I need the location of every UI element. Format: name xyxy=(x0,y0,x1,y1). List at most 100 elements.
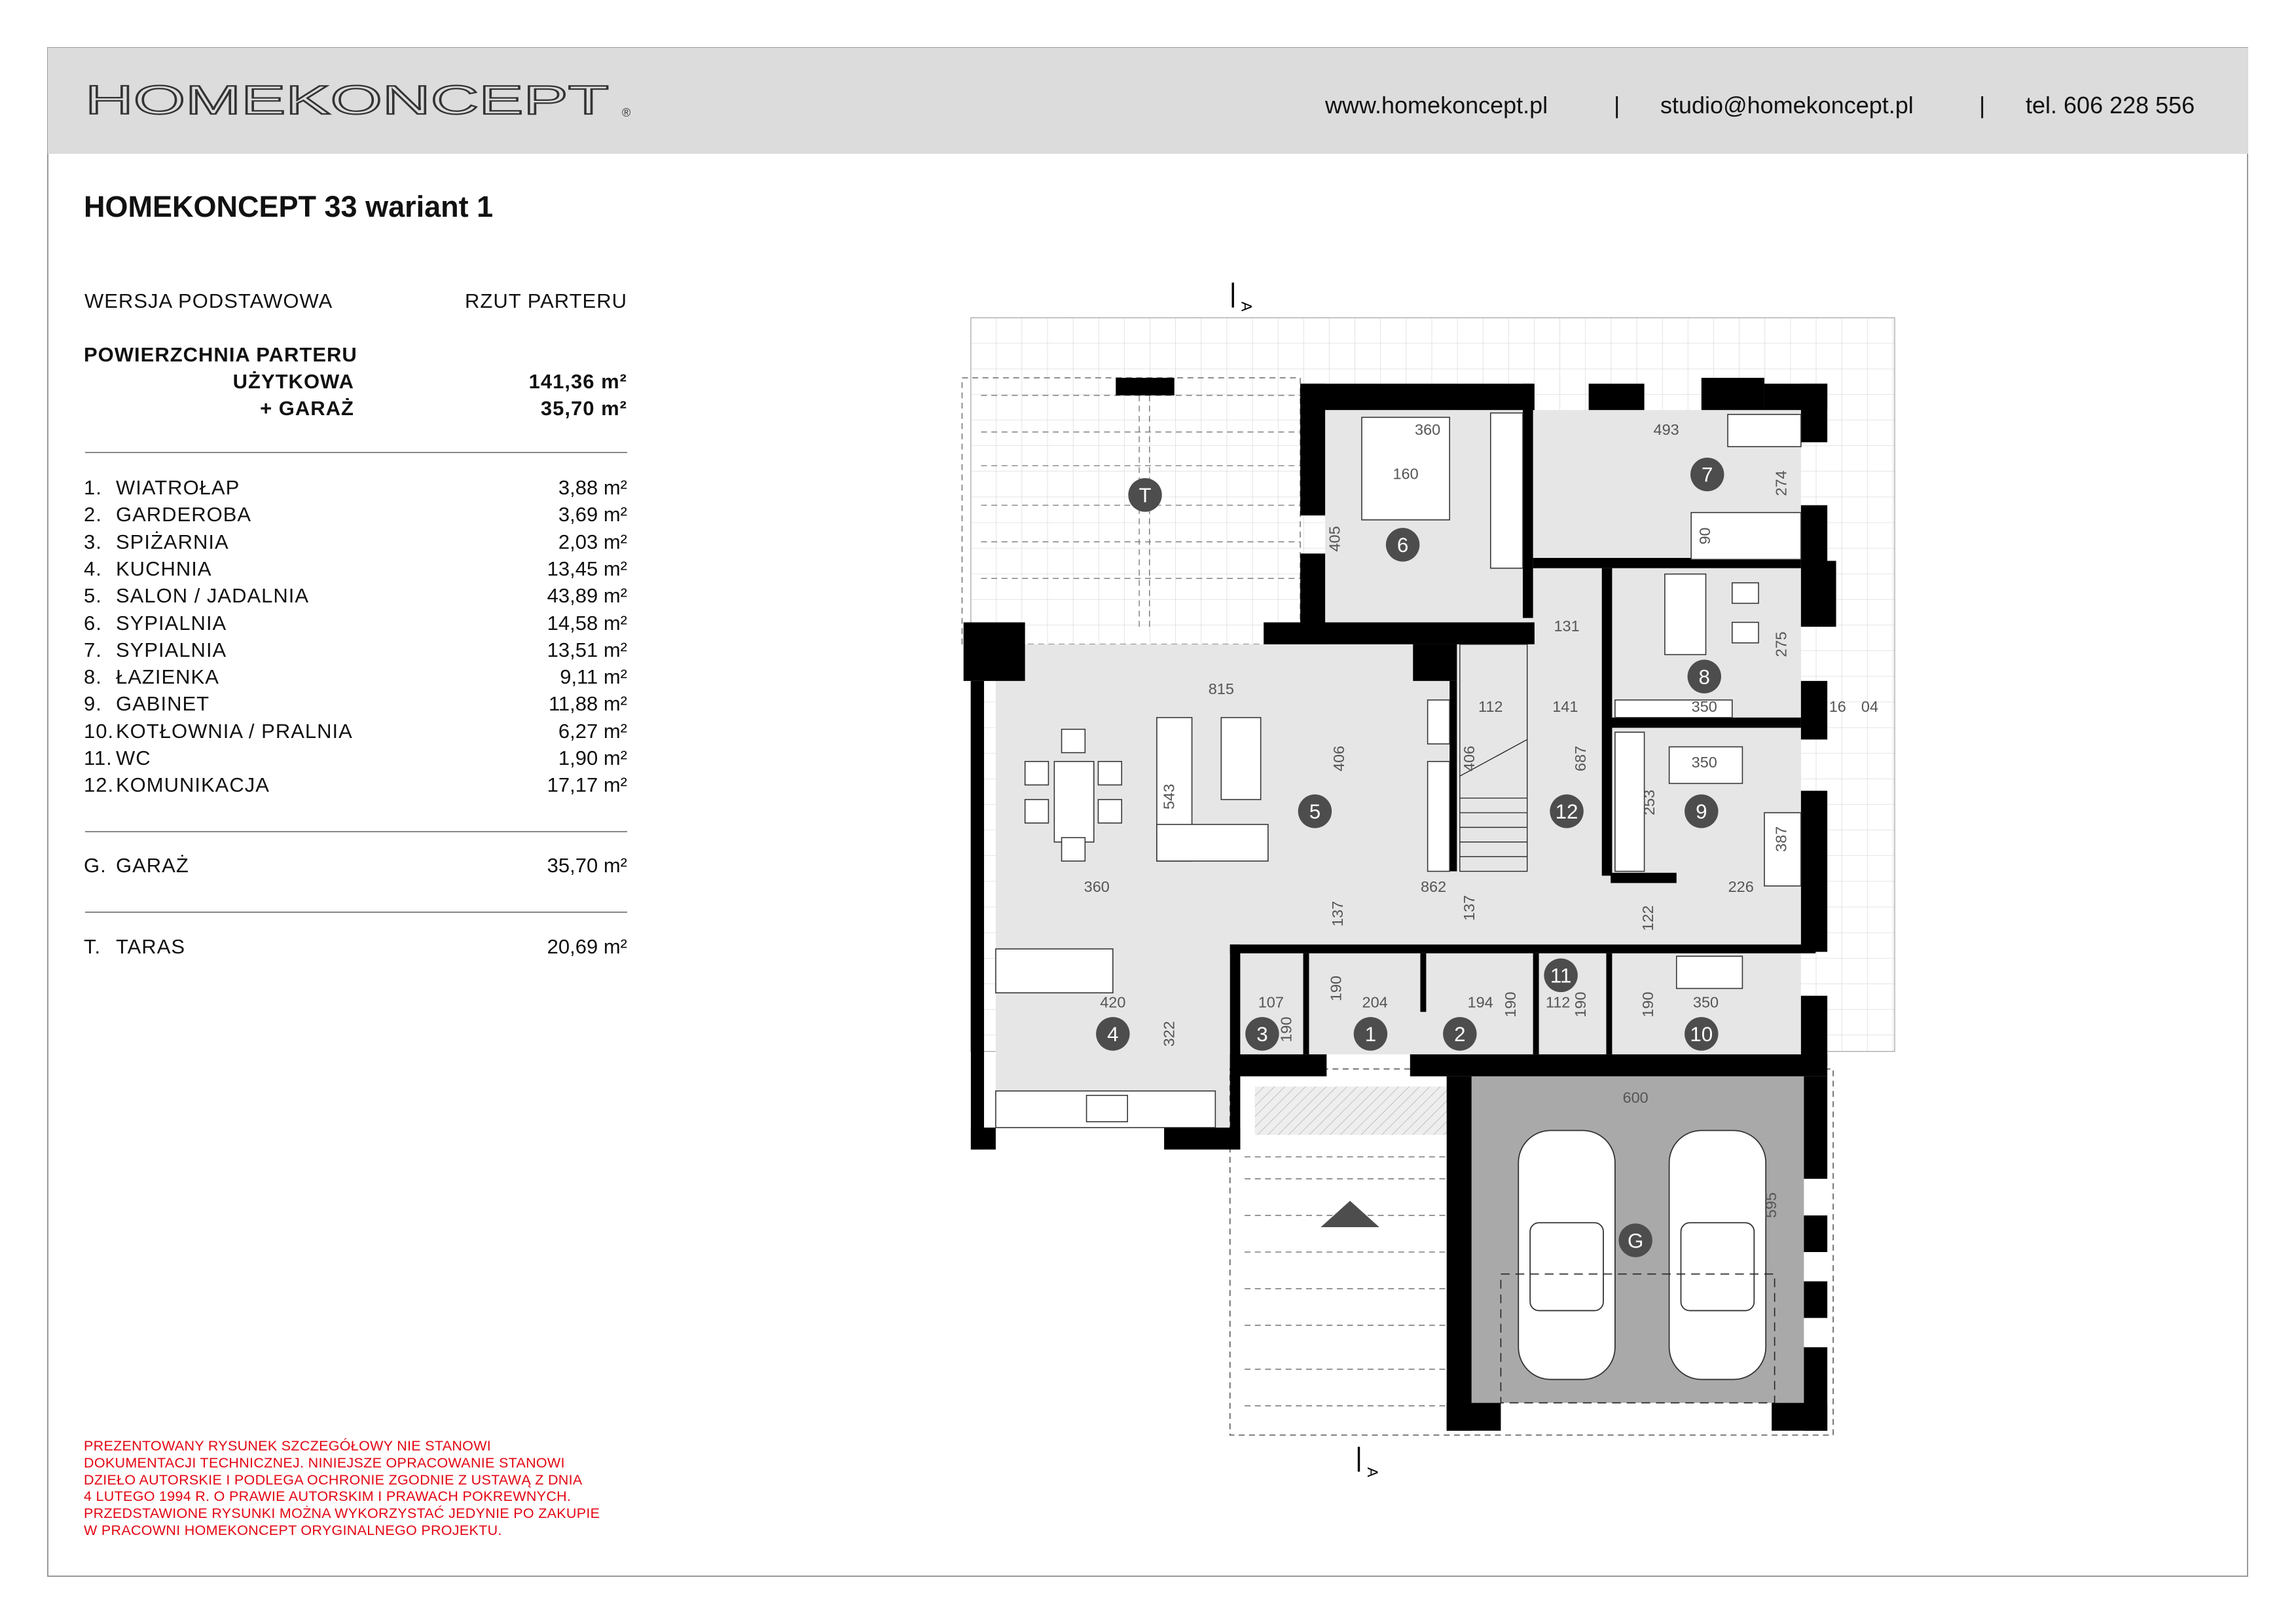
svg-text:A: A xyxy=(1239,302,1255,312)
dimension-label: 360 xyxy=(1084,878,1110,895)
room-name: KOMUNIKACJA xyxy=(116,773,270,797)
vanity-icon xyxy=(1614,699,1733,718)
dimension-label: 131 xyxy=(1554,618,1579,635)
room-marker-text: 7 xyxy=(1702,464,1713,487)
dimension-label: 190 xyxy=(1639,991,1656,1017)
room-marker-10: 10 xyxy=(1685,1017,1719,1051)
room-number: 12. xyxy=(84,773,115,797)
room-marker-5: 5 xyxy=(1298,794,1332,828)
room-marker-9: 9 xyxy=(1685,794,1719,828)
room-marker-text: T xyxy=(1139,484,1151,507)
divider xyxy=(85,831,627,832)
room-area: 43,89 m² xyxy=(547,584,627,608)
room-marker-circle xyxy=(1544,958,1578,993)
toilet-icon xyxy=(1731,621,1759,644)
dimension-label: 360 xyxy=(1415,421,1440,438)
logo-registered-mark: ® xyxy=(622,106,630,119)
dimension-label: 204 xyxy=(1362,994,1388,1011)
dimension-label: 190 xyxy=(1572,991,1589,1017)
room-name: ŁAZIENKA xyxy=(116,665,219,689)
room-area: 3,69 m² xyxy=(558,503,627,526)
dimension-label: 190 xyxy=(1278,1016,1295,1042)
garage-cars xyxy=(1518,1130,1767,1380)
homekoncept-logo: HOMEKONCEPT ® xyxy=(84,77,630,123)
room-marker-12: 12 xyxy=(1550,794,1584,828)
page-title: HOMEKONCEPT 33 wariant 1 xyxy=(84,190,494,223)
dimension-label: 493 xyxy=(1654,421,1679,438)
room-area: 17,17 m² xyxy=(547,773,627,797)
terrace-name: TARAS xyxy=(116,935,186,958)
room-number: 10. xyxy=(84,719,115,743)
room-number: 4. xyxy=(84,557,102,580)
dimension-label: 137 xyxy=(1461,895,1478,921)
dimension-label: 687 xyxy=(1572,746,1589,771)
room-name: SYPIALNIA xyxy=(116,611,227,635)
room-marker-text: 8 xyxy=(1699,665,1710,688)
dining-table-icon xyxy=(1053,761,1095,843)
garage-door-swing xyxy=(1500,1273,1776,1404)
entrance-landing xyxy=(1254,1086,1447,1135)
room-marker-circle xyxy=(1245,1017,1279,1051)
room-marker-6: 6 xyxy=(1385,528,1420,562)
website-link[interactable]: www.homekoncept.pl xyxy=(1325,92,1548,119)
dimension-label: 405 xyxy=(1326,526,1343,551)
dimension-label: 16 xyxy=(1829,698,1846,715)
disclaimer-line: W PRACOWNI HOMEKONCEPT ORYGINALNEGO PROJ… xyxy=(84,1522,502,1538)
area-heading: POWIERZCHNIA PARTERU xyxy=(84,343,357,366)
room-name: KUCHNIA xyxy=(116,557,212,580)
room-marker-text: 4 xyxy=(1107,1023,1118,1046)
room-name: KOTŁOWNIA / PRALNIA xyxy=(116,719,353,743)
desk-icon xyxy=(1764,812,1802,887)
dimension-label: 600 xyxy=(1623,1089,1649,1106)
copyright-disclaimer: PREZENTOWANY RYSUNEK SZCZEGÓŁOWY NIE STA… xyxy=(84,1438,673,1540)
dimension-label: 350 xyxy=(1693,994,1719,1011)
room-name: SPIŻARNIA xyxy=(116,530,229,553)
room-area: 6,27 m² xyxy=(558,719,627,743)
dimension-label: 190 xyxy=(1328,976,1345,1001)
room-marker-text: 10 xyxy=(1690,1023,1713,1046)
room-name: WIATROŁAP xyxy=(116,476,240,499)
garage-area: 35,70 m² xyxy=(547,854,627,877)
dimension-label: 406 xyxy=(1461,746,1478,771)
sofa-icon xyxy=(1156,824,1269,862)
dimension-label: 107 xyxy=(1258,994,1284,1011)
header-separator: | xyxy=(1979,92,1986,119)
room-marker-circle xyxy=(1685,794,1719,828)
room-area: 2,03 m² xyxy=(558,530,627,553)
dimension-label: 350 xyxy=(1692,698,1717,715)
room-marker-g: G xyxy=(1618,1223,1652,1257)
phone-number[interactable]: tel. 606 228 556 xyxy=(2026,92,2195,119)
room-area: 1,90 m² xyxy=(558,747,627,769)
email-link[interactable]: studio@homekoncept.pl xyxy=(1660,92,1914,119)
garage-name: GARAŻ xyxy=(116,854,189,877)
terrace-area: 20,69 m² xyxy=(547,935,627,958)
room-area: 11,88 m² xyxy=(548,692,627,716)
wardrobe-icon xyxy=(1489,412,1523,569)
room-marker-circle xyxy=(1298,794,1332,828)
room-marker-2: 2 xyxy=(1443,1017,1477,1051)
dimension-label: 862 xyxy=(1421,878,1446,895)
room-marker-text: 9 xyxy=(1696,800,1707,823)
divider xyxy=(85,452,627,453)
usable-area-value: 141,36 m² xyxy=(528,370,627,393)
room-area: 3,88 m² xyxy=(558,476,627,499)
room-area: 9,11 m² xyxy=(560,665,627,689)
dimension-label: 387 xyxy=(1773,826,1790,852)
walls xyxy=(963,377,1836,1431)
coffee-table-icon xyxy=(1220,716,1262,800)
room-marker-t: T xyxy=(1128,478,1162,512)
version-label: WERSJA PODSTAWOWA xyxy=(84,289,333,312)
dimension-label: 122 xyxy=(1639,906,1656,931)
room-number: 11. xyxy=(84,747,113,769)
washbasin-icon xyxy=(1731,582,1759,604)
room-number: 9. xyxy=(84,692,102,716)
dimension-label: 190 xyxy=(1502,991,1519,1017)
dimension-label: 194 xyxy=(1468,994,1493,1011)
room-name: SYPIALNIA xyxy=(116,638,227,661)
room-marker-text: 3 xyxy=(1256,1023,1267,1046)
view-label: RZUT PARTERU xyxy=(465,289,627,312)
section-marker: A xyxy=(1231,282,1255,312)
room-area: 13,51 m² xyxy=(547,638,627,661)
disclaimer-line: 4 LUTEGO 1994 R. O PRAWIE AUTORSKIM I PR… xyxy=(84,1488,572,1505)
desk-icon xyxy=(1668,746,1743,784)
